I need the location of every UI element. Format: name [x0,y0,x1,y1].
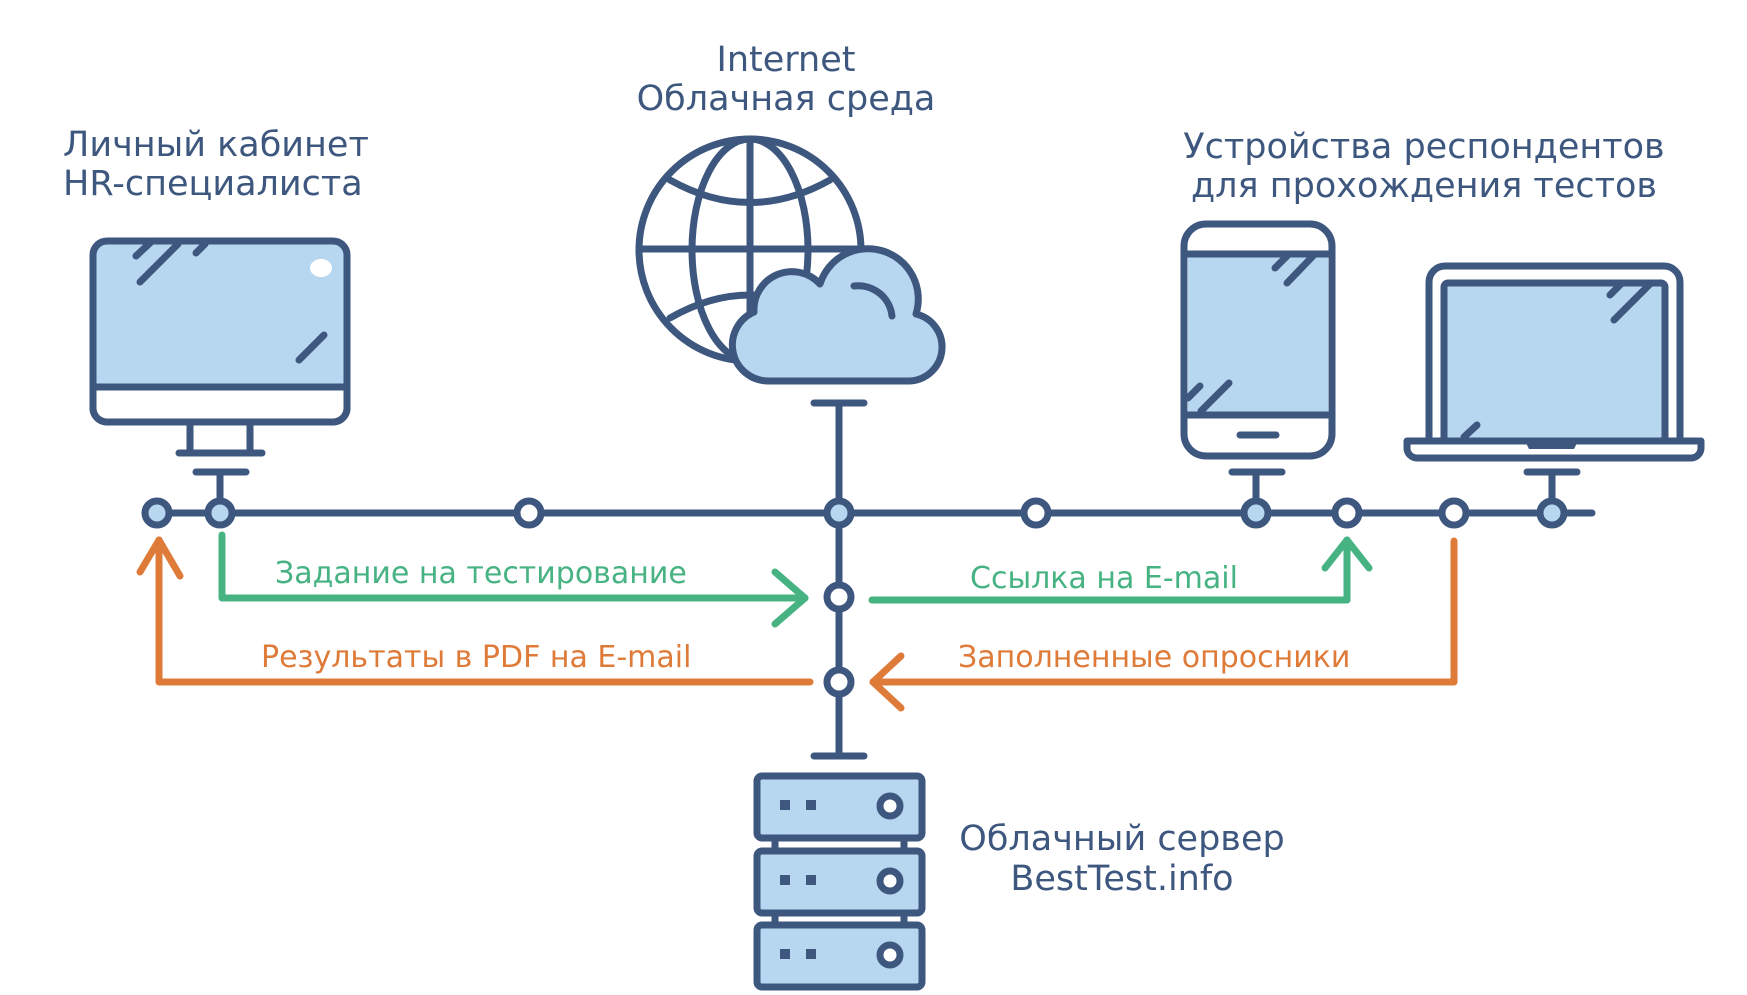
flow-filled-arrow [869,537,1458,712]
node-bus-right [1020,497,1052,529]
server-title-line1: Облачный сервер [959,819,1284,859]
internet-title-line1: Internet [717,40,856,80]
laptop-icon [1403,262,1705,462]
smartphone-icon [1180,220,1336,460]
node-hr-monitor [204,497,236,529]
devices-title-line2: для прохождения тестов [1191,166,1657,206]
node-server-in [823,581,855,613]
cloud-icon [728,245,946,385]
node-link-target [1331,497,1363,529]
node-bus-center [823,497,855,529]
node-server-out [823,666,855,698]
node-bus-left [513,497,545,529]
server-title-line2: BestTest.info [1010,859,1233,899]
server-rack-icon [753,772,926,991]
flow-link-arrow [868,536,1373,604]
flow-results-arrow [136,536,814,686]
node-laptop [1536,497,1568,529]
flow-task-arrow [218,531,809,628]
internet-title-line2: Облачная среда [637,79,936,119]
hr-title-line2: HR-специалиста [63,164,363,204]
flow-link-label: Ссылка на E-mail [970,561,1238,596]
flow-filled-label: Заполненные опросники [958,640,1350,675]
flow-results-label: Результаты в PDF на E-mail [261,640,691,675]
screen-glare [310,259,332,277]
hr-title-line1: Личный кабинет [63,125,369,165]
devices-title-line1: Устройства респондентов [1183,127,1664,167]
node-phone [1240,497,1272,529]
flow-task-label: Задание на тестирование [275,556,687,591]
node-hr-return [141,497,173,529]
node-filled-source [1438,497,1470,529]
desktop-monitor-icon [89,237,351,457]
bus-nodes [141,497,1568,698]
